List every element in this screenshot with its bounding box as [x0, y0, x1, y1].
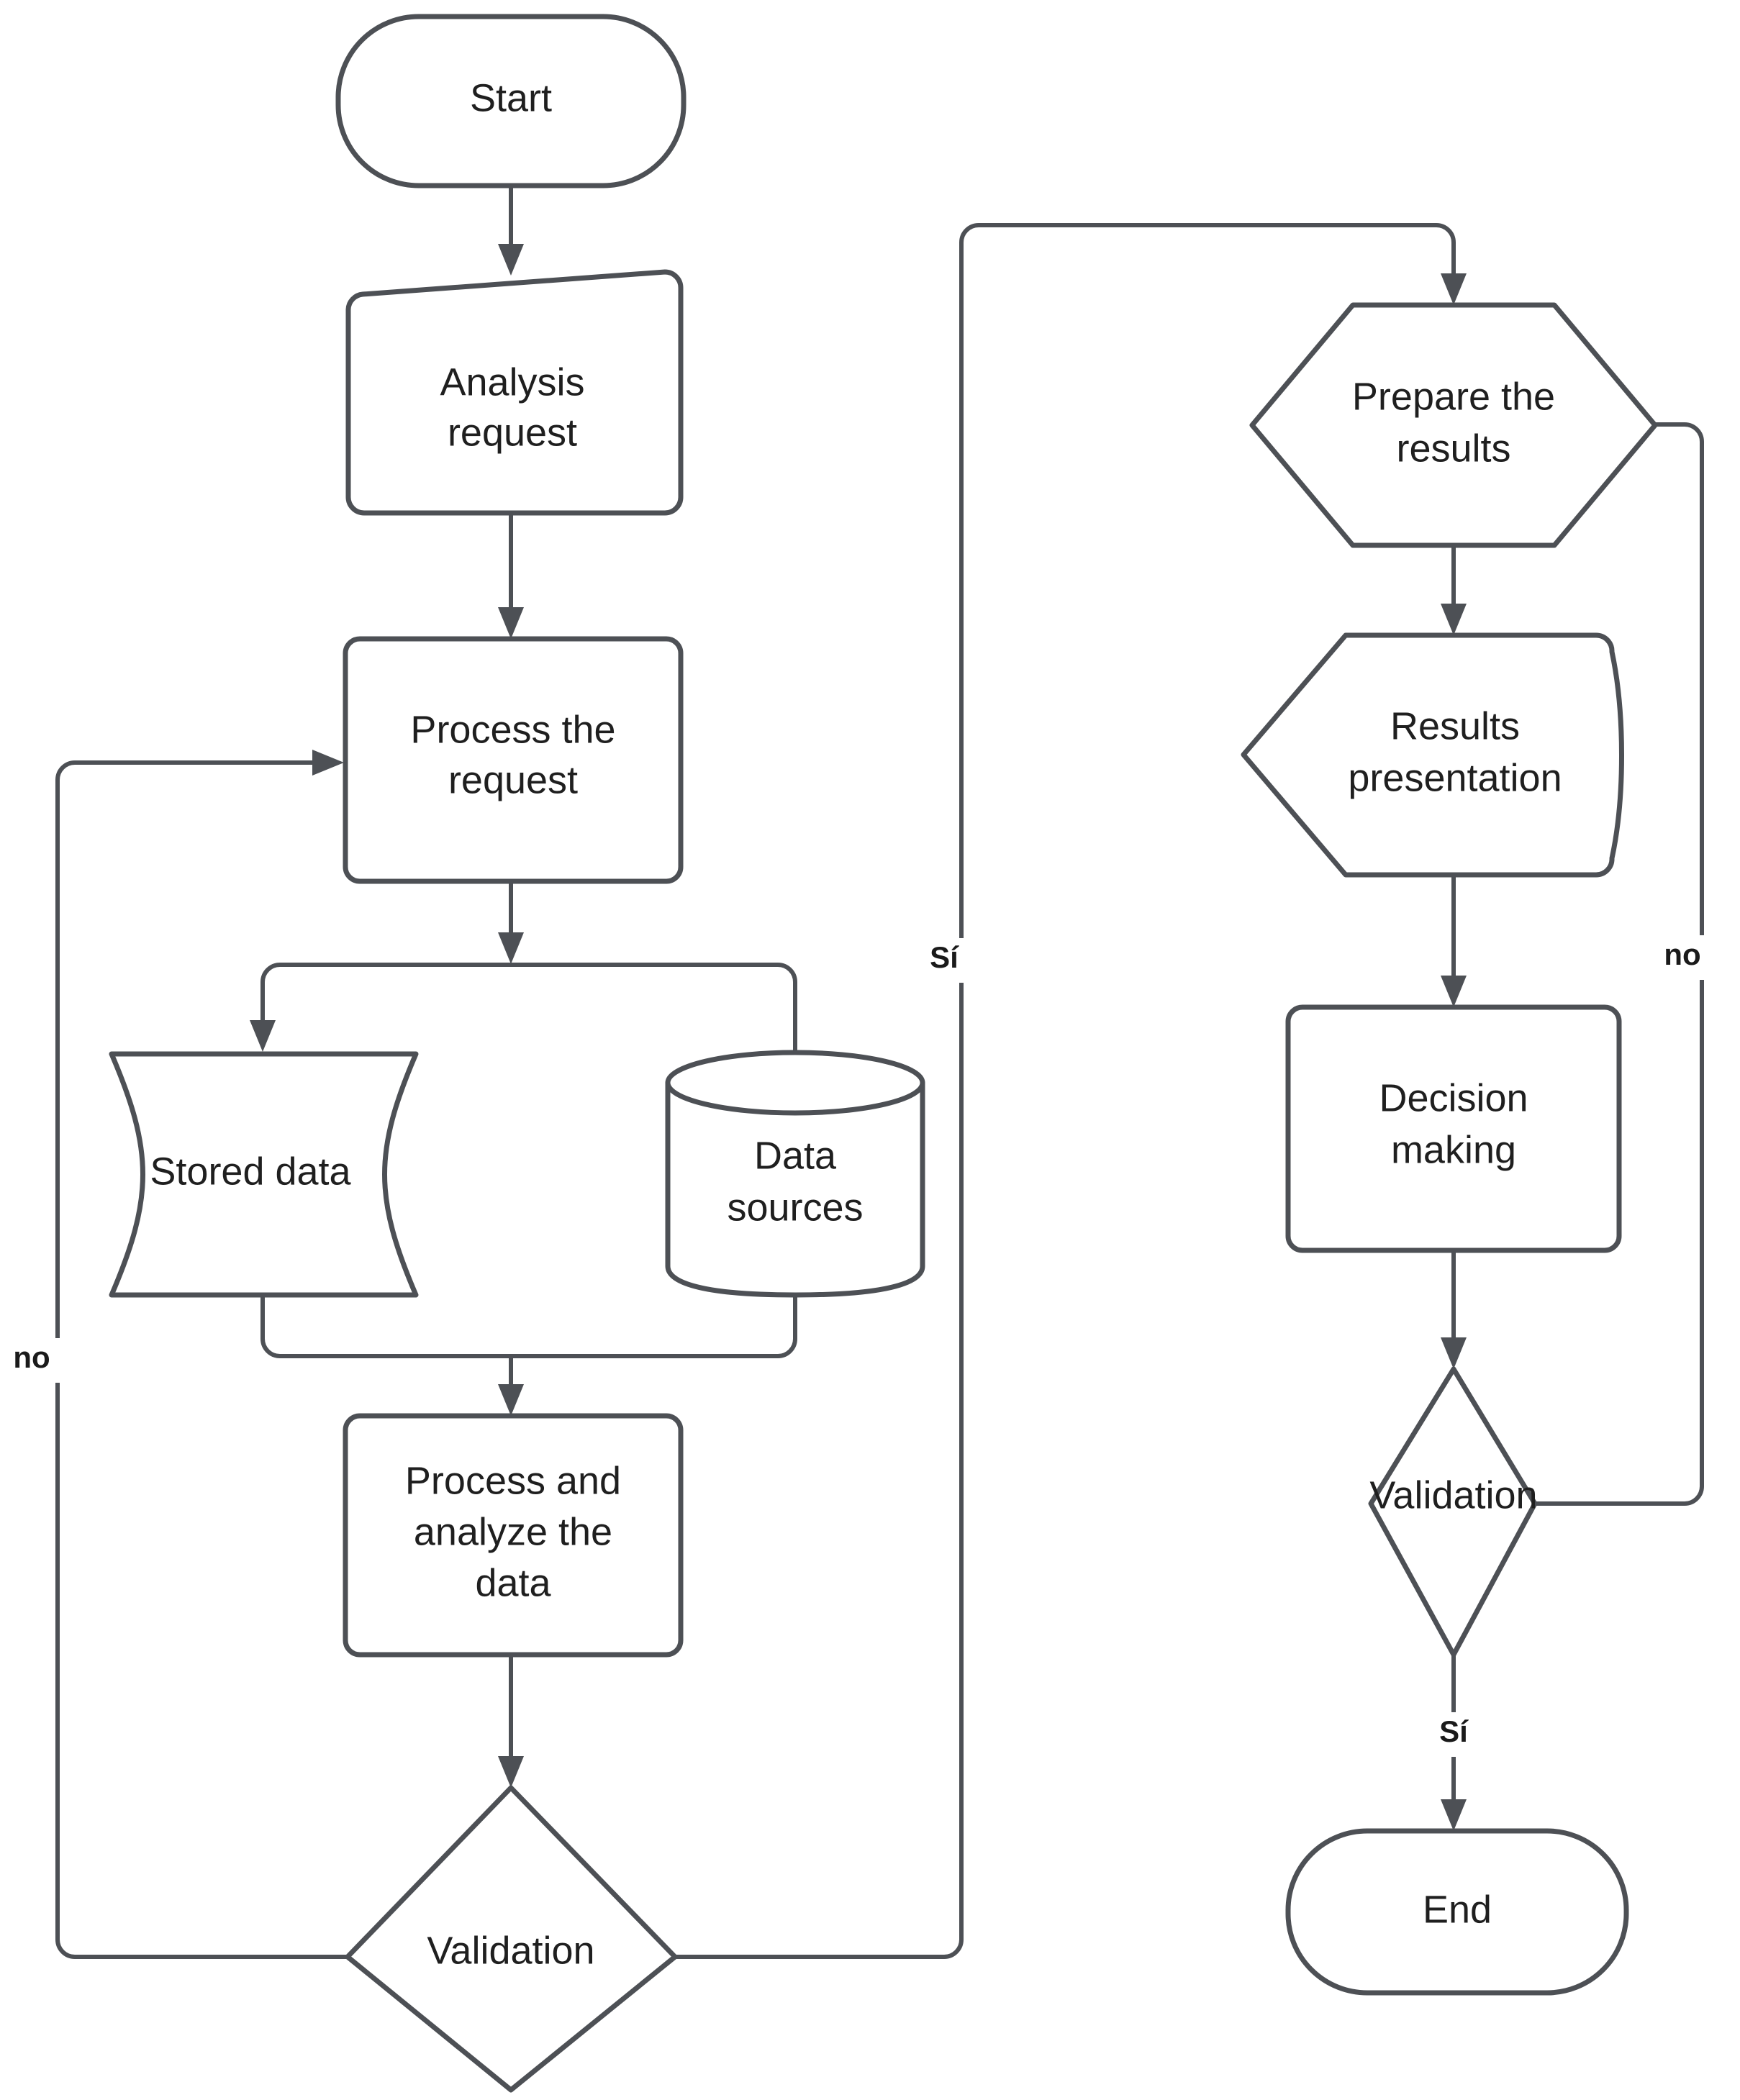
- edge-results-presentation-to-decision-making: [1441, 875, 1467, 1007]
- validation-right-label: Validation: [1369, 1473, 1537, 1517]
- node-start[interactable]: Start: [335, 14, 687, 188]
- node-prepare-results[interactable]: Prepare the results: [1249, 302, 1658, 548]
- edge-label-left-si: Sí: [918, 938, 987, 983]
- analysis-request-shape: [345, 269, 684, 516]
- results-presentation-label-line1: Results: [1390, 704, 1520, 747]
- start-shape: [335, 14, 687, 188]
- end-shape: [1285, 1828, 1629, 1996]
- node-process-request[interactable]: Process the request: [343, 636, 684, 884]
- process-analyze-label-line3: data: [475, 1561, 551, 1604]
- data-sources-label-line1: Data: [754, 1134, 837, 1177]
- node-validation-left[interactable]: Validation: [345, 1785, 678, 2093]
- results-presentation-shape: [1241, 632, 1624, 878]
- analysis-request-label-line1: Analysis: [440, 360, 584, 404]
- process-analyze-shape: [343, 1413, 684, 1658]
- prepare-results-label-line1: Prepare the: [1352, 375, 1555, 418]
- process-analyze-label-line2: analyze the: [414, 1510, 612, 1553]
- end-label: End: [1423, 1888, 1492, 1931]
- validation-right-shape: [1368, 1366, 1538, 1658]
- node-end[interactable]: End: [1285, 1828, 1629, 1996]
- edge-label-left-no-text: no: [13, 1340, 50, 1374]
- edge-decision-making-to-validation-right: [1441, 1250, 1467, 1369]
- data-sources-top-ellipse: [665, 1050, 925, 1116]
- node-analysis-request[interactable]: Analysis request: [345, 269, 684, 516]
- edge-start-to-analysis-request: [498, 186, 524, 276]
- node-data-sources[interactable]: Data sources: [665, 1050, 925, 1298]
- results-presentation-label-line2: presentation: [1348, 756, 1562, 799]
- edge-label-right-no-text: no: [1664, 937, 1700, 971]
- decision-making-shape: [1285, 1004, 1622, 1253]
- node-results-presentation[interactable]: Results presentation: [1241, 632, 1624, 878]
- edge-label-left-si-text: Sí: [930, 940, 959, 974]
- node-decision-making[interactable]: Decision making: [1285, 1004, 1622, 1253]
- edge-label-right-no: no: [1659, 935, 1728, 980]
- edge-label-right-si-text: Sí: [1439, 1714, 1469, 1748]
- data-sources-label-line2: sources: [727, 1186, 863, 1229]
- edge-analysis-request-to-process-request: [498, 513, 524, 639]
- analysis-request-label-line2: request: [448, 411, 577, 454]
- edge-label-right-si: Sí: [1419, 1712, 1488, 1757]
- edge-label-right-no-backdrop: [1659, 935, 1728, 980]
- decision-making-label-line2: making: [1391, 1128, 1516, 1171]
- edge-process-request-to-data-bus: [498, 881, 524, 964]
- edge-data-shapes-to-merge-bus: [260, 1295, 797, 1416]
- stored-data-shape: [109, 1051, 419, 1298]
- edge-label-left-no: no: [12, 1338, 76, 1383]
- node-process-analyze[interactable]: Process and analyze the data: [343, 1413, 684, 1658]
- validation-left-shape: [345, 1785, 678, 2093]
- stored-data-label: Stored data: [150, 1150, 351, 1193]
- start-label: Start: [470, 76, 552, 119]
- process-request-shape: [343, 636, 684, 884]
- process-request-label-line2: request: [448, 758, 578, 801]
- edge-prepare-results-to-results-presentation: [1441, 545, 1467, 635]
- node-stored-data[interactable]: Stored data: [109, 1051, 419, 1298]
- prepare-results-shape: [1249, 302, 1658, 548]
- edge-data-bus-branches: [250, 963, 797, 1063]
- edge-label-right-si-backdrop: [1419, 1712, 1488, 1757]
- edge-validation-left-no-to-process-request: [55, 750, 348, 1959]
- edge-process-analyze-to-validation-left: [498, 1655, 524, 1788]
- validation-left-label: Validation: [427, 1929, 594, 1972]
- edge-validation-left-si-to-prepare-results: [675, 223, 1467, 1959]
- node-validation-right[interactable]: Validation: [1368, 1366, 1538, 1658]
- edge-label-left-no-backdrop: [12, 1338, 76, 1383]
- process-request-label-line1: Process the: [410, 708, 615, 751]
- process-analyze-label-line1: Process and: [405, 1459, 621, 1502]
- decision-making-label-line1: Decision: [1379, 1076, 1528, 1119]
- prepare-results-label-line2: results: [1396, 427, 1510, 470]
- edge-label-left-si-backdrop: [918, 938, 987, 983]
- data-sources-body: [665, 1080, 925, 1298]
